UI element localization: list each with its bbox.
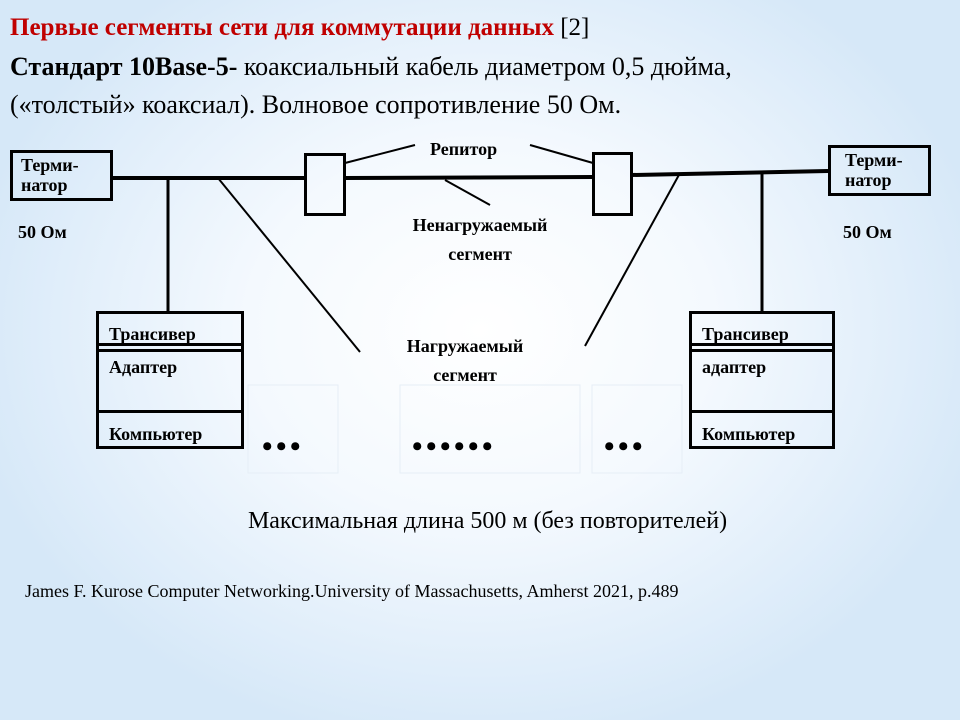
unloaded-segment-label-2: сегмент: [448, 244, 512, 264]
terminator-right-label-2: натор: [845, 170, 892, 190]
ellipsis-middle: • • • • • •: [412, 430, 493, 463]
title-text: Первые сегменты сети для коммутации данн…: [10, 14, 554, 41]
loaded-segment-label-2: сегмент: [433, 365, 497, 385]
subtitle-line-2: («толстый» коаксиал). Волновое сопротивл…: [10, 90, 622, 119]
repeater-right: [592, 152, 633, 216]
terminator-right-resistance: 50 Ом: [843, 222, 892, 242]
standard-desc: коаксиальный кабель диаметром 0,5 дюйма,: [237, 52, 732, 81]
unloaded-pointer: [444, 179, 491, 206]
terminator-left-label-2: натор: [21, 175, 68, 195]
station-right-adapter: адаптер: [702, 357, 767, 377]
terminator-left-label-1: Терми-: [21, 155, 79, 175]
max-length-note: Максимальная длина 500 м (без повторител…: [247, 508, 728, 534]
terminator-right: Терми- натор: [828, 145, 931, 196]
repeater-pointer-right: [529, 144, 594, 164]
ellipsis-right: • • •: [604, 430, 642, 463]
citation: James F. Kurose Computer Networking.Univ…: [25, 581, 679, 601]
loaded-segment-label-1: Нагружаемый: [406, 336, 524, 356]
terminator-left: Терми- натор: [10, 150, 113, 201]
title-reference: [2]: [560, 14, 590, 41]
station-left: Трансивер Адаптер Компьютер: [96, 311, 244, 449]
cable-right: [631, 169, 829, 177]
standard-name: Стандарт 10Base-5-: [10, 52, 238, 81]
subtitle-line-1: Стандарт 10Base-5- коаксиальный кабель д…: [10, 52, 732, 82]
ellipsis-left: • • •: [262, 430, 300, 463]
repeater-pointer-left: [344, 144, 416, 164]
cable-middle: [344, 175, 594, 180]
station-left-adapter: Адаптер: [109, 357, 178, 377]
terminator-right-label-1: Терми-: [845, 150, 903, 170]
slide-title: Первые сегменты сети для коммутации данн…: [10, 14, 589, 42]
station-right-computer: Компьютер: [702, 424, 796, 444]
loaded-pointer-left: [217, 177, 361, 353]
loaded-pointer-right: [584, 172, 681, 347]
station-right: Трансивер адаптер Компьютер: [689, 311, 835, 449]
terminator-left-resistance: 50 Ом: [18, 222, 67, 242]
unloaded-segment-label-1: Ненагружаемый: [412, 215, 548, 235]
station-left-transceiver: Трансивер: [109, 324, 196, 344]
station-left-computer: Компьютер: [109, 424, 203, 444]
repeater-label: Репитор: [430, 139, 498, 159]
repeater-left: [304, 153, 346, 216]
station-right-transceiver: Трансивер: [702, 324, 789, 344]
